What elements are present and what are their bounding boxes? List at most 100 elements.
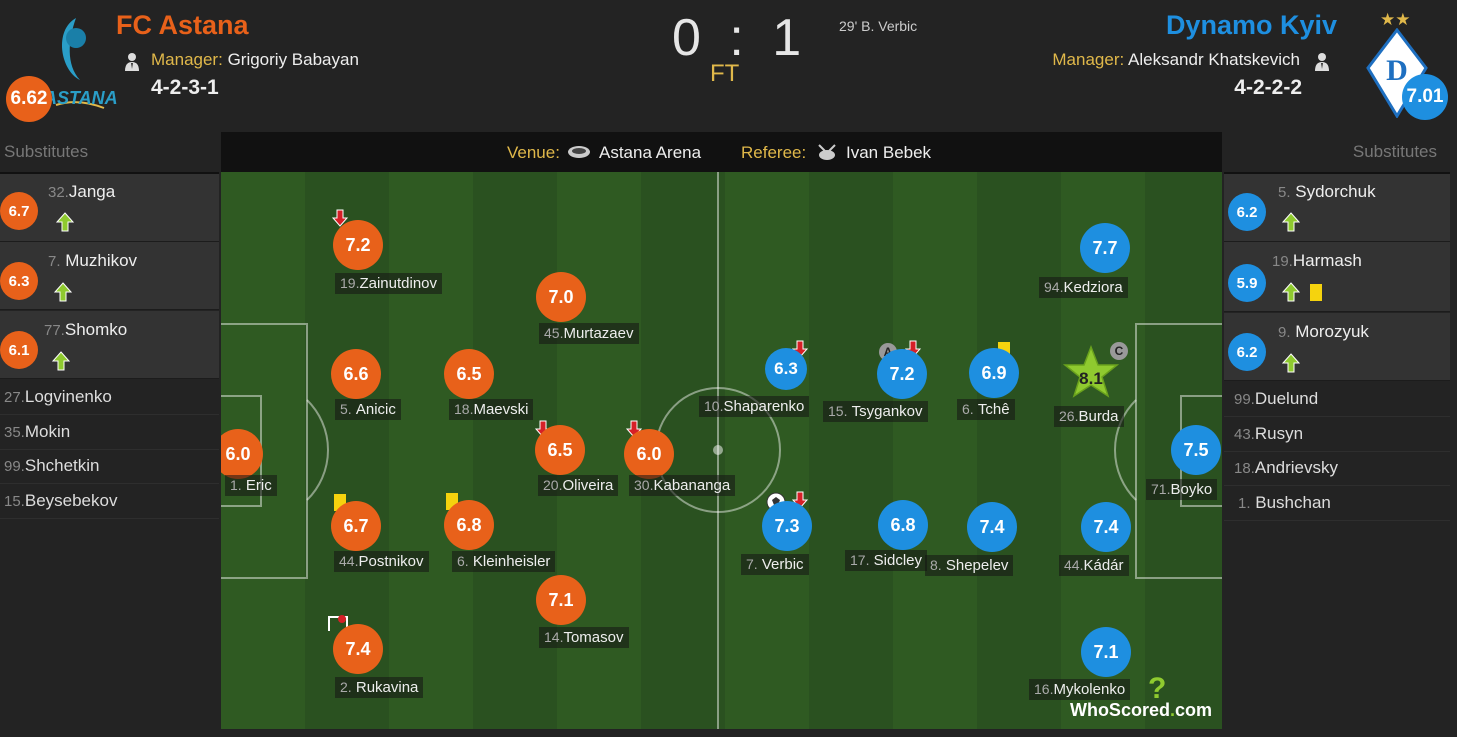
home-bench-row[interactable]: 15.Beysebekov (0, 484, 219, 519)
home-team-rating: 6.62 (6, 76, 52, 122)
home-manager-label: Manager: (151, 50, 223, 69)
player-number: 15. (828, 403, 848, 419)
away-team-name[interactable]: Dynamo Kyiv (1165, 10, 1337, 40)
away-bench-row[interactable]: 18.Andrievsky (1224, 451, 1450, 486)
sub-name: Harmash (1292, 251, 1362, 270)
player-number: 1. (230, 477, 242, 493)
bench-number: 27. (4, 389, 25, 406)
player-name: 8. Shepelev (925, 555, 1014, 576)
player-label: Maevski (473, 401, 529, 418)
bench-number: 35. (4, 424, 25, 441)
player-label: Postnikov (358, 553, 424, 570)
bench-name: Rusyn (1254, 424, 1304, 443)
player-rating: 7.5 (1171, 425, 1221, 475)
referee-name: Ivan Bebek (846, 143, 932, 162)
away-manager-label: Manager: (1052, 50, 1125, 69)
player-label: Murtazaev (563, 325, 634, 342)
away-sub-row[interactable]: 6.2 5. Sydorchuk (1224, 174, 1450, 242)
player-label: Anicic (355, 401, 396, 418)
player-label: Mykolenko (1053, 681, 1126, 698)
sub-number: 5. (1278, 184, 1291, 201)
sub-rating: 5.9 (1228, 264, 1266, 302)
bench-name: Beysebekov (24, 491, 118, 510)
scoreline: 0 : 1 (672, 8, 803, 68)
away-bench-row[interactable]: 99.Duelund (1224, 382, 1450, 417)
player-number: 7. (746, 556, 758, 572)
match-info-bar: Venue: Astana Arena Referee: Ivan Bebek (221, 132, 1222, 172)
player-rating: 7.4 (333, 624, 383, 674)
player-label: Sidcley (873, 552, 922, 569)
away-substitutes-title: Substitutes (1352, 142, 1437, 161)
player-rating: 6.7 (331, 501, 381, 551)
player-number: 20. (543, 477, 563, 493)
away-bench-row[interactable]: 43.Rusyn (1224, 417, 1450, 452)
player-name: 15. Tsygankov (823, 401, 928, 422)
player-label: Kleinheisler (472, 553, 551, 570)
player-rating: 7.7 (1080, 223, 1130, 273)
away-manager-name: Aleksandr Khatskevich (1128, 50, 1300, 69)
player-name: 14.Tomasov (539, 627, 629, 648)
player-label: Rukavina (355, 679, 419, 696)
sub-in-arrow-icon (1282, 353, 1300, 373)
player-label: Burda (1078, 408, 1119, 425)
divider (0, 172, 219, 174)
venue-name: Astana Arena (599, 143, 702, 162)
player-rating: 6.6 (331, 349, 381, 399)
sub-number: 7. (48, 253, 61, 270)
player-number: 30. (634, 477, 654, 493)
sub-number: 19. (1272, 253, 1293, 270)
away-score: 1 (772, 9, 804, 67)
sub-name: Morozyuk (1295, 322, 1369, 341)
home-bench-row[interactable]: 27.Logvinenko (0, 380, 219, 415)
match-status: FT (710, 60, 740, 87)
sub-player: 77.Shomko (44, 320, 127, 340)
player-rating: 7.2 (333, 220, 383, 270)
motm-rating: 8.1 (1079, 369, 1103, 388)
star-icon (1063, 345, 1119, 398)
home-logo (46, 10, 108, 120)
player-name: 30.Kabananga (629, 475, 736, 496)
sub-player: 19.Harmash (1272, 251, 1362, 271)
home-bench-row[interactable]: 35.Mokin (0, 415, 219, 450)
player-rating: 6.8 (444, 500, 494, 550)
goal-icon (328, 615, 348, 631)
player-name: 71.Boyko (1146, 479, 1218, 500)
home-manager-name: Grigoriy Babayan (227, 50, 359, 69)
player-rating: 7.1 (536, 575, 586, 625)
away-sub-row[interactable]: 5.9 19.Harmash (1224, 242, 1450, 312)
player-name: 44.Kádár (1059, 555, 1129, 576)
player-number: 5. (340, 401, 352, 417)
sub-rating: 6.3 (0, 262, 38, 300)
player-name: 2. Rukavina (335, 677, 424, 698)
away-sub-row[interactable]: 6.2 9. Morozyuk (1224, 313, 1450, 381)
bench-name: Andrievsky (1254, 458, 1338, 477)
home-substitutes-title: Substitutes (4, 142, 89, 161)
player-number: 17. (850, 552, 870, 568)
home-sub-row[interactable]: 6.3 7. Muzhikov (0, 242, 219, 310)
player-number: 26. (1059, 408, 1079, 424)
player-rating: 6.0 (221, 429, 263, 479)
whoscored-watermark[interactable]: ? WhoScored.com (1070, 672, 1212, 721)
sub-rating: 6.1 (0, 331, 38, 369)
svg-text:D: D (1386, 54, 1408, 87)
home-bench-row[interactable]: 99.Shchetkin (0, 449, 219, 484)
sub-number: 9. (1278, 324, 1291, 341)
away-bench-row[interactable]: 1. Bushchan (1224, 486, 1450, 521)
player-label: Boyko (1170, 481, 1213, 498)
bench-number: 1. (1238, 495, 1251, 512)
home-sub-row[interactable]: 6.1 77.Shomko (0, 311, 219, 379)
away-manager: Manager: Aleksandr Khatskevich (1052, 50, 1300, 70)
player-name: 20.Oliveira (538, 475, 619, 496)
home-sub-row[interactable]: 6.7 32.Janga (0, 174, 219, 242)
home-team-name[interactable]: FC Astana (116, 10, 249, 40)
home-score: 0 (672, 9, 703, 67)
sub-rating: 6.2 (1228, 333, 1266, 371)
player-number: 6. (457, 553, 469, 569)
away-formation: 4-2-2-2 (1234, 76, 1302, 99)
player-number: 6. (962, 401, 974, 417)
player-name: 6. Kleinheisler (452, 551, 556, 572)
divider (1224, 172, 1450, 174)
player-label: Kedziora (1063, 279, 1123, 296)
player-number: 19. (340, 275, 360, 291)
player-label: Oliveira (562, 477, 614, 494)
